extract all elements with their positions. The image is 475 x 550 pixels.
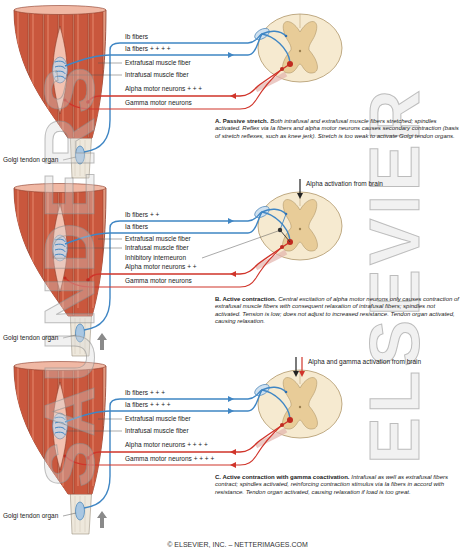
part-label: Alpha and gamma activation from brain [308,358,421,366]
line-shape [66,431,122,432]
part-label: Ia fibers + + + + [125,45,171,53]
watermark: ELSEVIER [359,86,431,464]
polygon-shape [299,371,305,377]
use-shape [97,511,107,528]
part-label: Ia fibers [125,223,148,231]
use-shape [97,333,107,350]
part-label: Gamma motor neurons [125,277,192,285]
part-label: Gamma motor neurons [125,99,192,107]
description-block: B. Active contraction.Central excitation… [215,296,461,326]
part-label: Alpha motor neurons + + + + [125,441,208,449]
panel-figure [14,362,342,535]
use-shape [230,449,236,455]
part-label: Ib fibers + + + [125,389,165,397]
polygon-shape [297,193,303,199]
part-label: Ib fibers [125,33,148,41]
use-shape [228,52,234,58]
line-shape [98,419,122,420]
copyright-caption: © ELSEVIER, INC. – NETTERIMAGES.COM [0,540,475,549]
panel-a [14,6,342,179]
part-label: Extrafusal muscle fiber [125,235,191,243]
line-shape [66,75,122,76]
description-heading: B. Active contraction. [215,296,276,302]
line-shape [98,239,122,240]
description-block: C. Active contraction with gamma coactiv… [215,474,461,496]
description-heading: A. Passive stretch. [215,118,268,124]
use-shape [230,462,236,468]
line-shape [295,357,296,373]
use-shape [228,408,234,414]
part-label: Alpha motor neurons + + [125,263,197,271]
part-label: Intrafusal muscle fiber [125,71,189,79]
interneuron [278,228,282,232]
part-label: Extrafusal muscle fiber [125,415,191,423]
line-shape [202,231,278,258]
use-shape [228,218,234,224]
use-shape [228,396,234,402]
part-label: Intrafusal muscle fiber [125,427,189,435]
part-label: Ib fibers + + [125,211,159,219]
part-label: Alpha motor neurons + + + [125,85,202,93]
part-label: Ia fibers + + + + [125,401,171,409]
panel-figure [14,6,342,179]
line-shape [299,179,300,195]
part-label: Golgi tendon organ [3,334,58,342]
line-shape [280,230,290,242]
part-label: Inhibitory interneuron [125,254,186,262]
description-block: A. Passive stretch.Both intrafusal and e… [215,118,461,140]
part-label: Alpha activation from brain [306,180,383,188]
panel-c [14,357,342,534]
part-label: Golgi tendon organ [3,512,58,520]
use-shape [230,271,236,277]
part-label: Gamma motor neurons + + + + [125,455,214,463]
part-label: Golgi tendon organ [3,156,58,164]
line-shape [280,214,286,230]
description-heading: C. Active contraction with gamma coactiv… [215,474,349,480]
part-label: Extrafusal muscle fiber [125,59,191,67]
line-shape [301,357,302,373]
panel-b [14,179,342,356]
line-shape [66,248,122,249]
line-shape [98,63,122,64]
polygon-shape [293,371,299,377]
watermark: SAUNDERS [34,63,106,488]
panel-figure [14,184,342,357]
part-label: Intrafusal muscle fiber [125,244,189,252]
use-shape [230,93,236,99]
